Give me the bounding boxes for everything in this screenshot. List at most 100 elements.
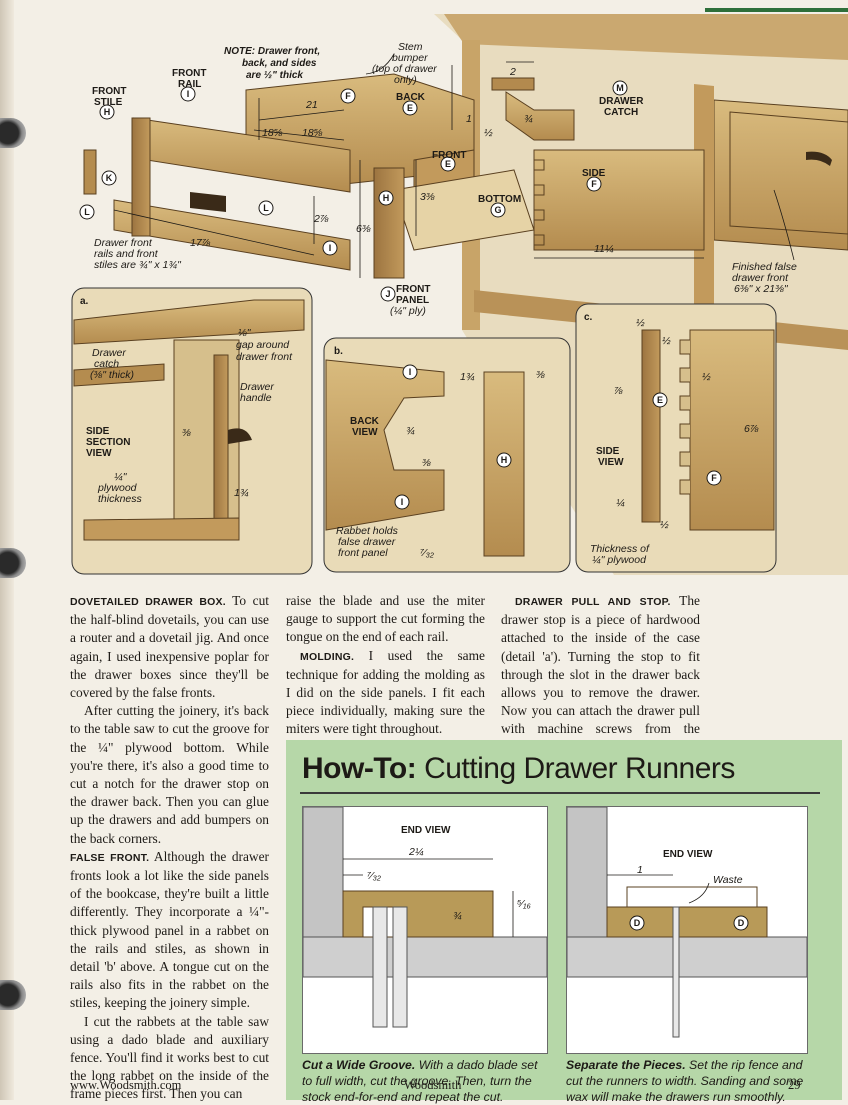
svg-text:Rabbet holds: Rabbet holds [336, 525, 399, 537]
svg-text:PANEL: PANEL [396, 295, 429, 306]
svg-text:D: D [738, 918, 745, 928]
paragraph: raise the blade and use the miter gauge … [286, 593, 485, 645]
callout-f2: F [586, 176, 602, 192]
drawer-side-panel [533, 149, 705, 251]
svg-text:drawer front: drawer front [236, 351, 293, 363]
svg-text:(top of drawer: (top of drawer [372, 63, 437, 75]
svg-text:VIEW: VIEW [598, 457, 624, 468]
svg-text:½: ½ [636, 317, 645, 329]
svg-text:false drawer: false drawer [338, 536, 396, 548]
svg-text:¼" plywood: ¼" plywood [592, 554, 647, 566]
note-label-line1: NOTE: Drawer front, [224, 46, 320, 57]
svg-text:2⅞: 2⅞ [313, 213, 329, 225]
svg-text:⁷⁄₃₂: ⁷⁄₃₂ [420, 547, 434, 559]
paragraph: I cut the rabbets at the table saw using… [70, 1013, 269, 1102]
paragraph: DOVETAILED DRAWER BOX. To cut the half-b… [70, 593, 269, 701]
drawer-pull-icon [190, 192, 226, 212]
article-column-1: DOVETAILED DRAWER BOX. To cut the half-b… [70, 592, 269, 1104]
svg-text:6⅜" x 21⅜": 6⅜" x 21⅜" [734, 283, 789, 295]
svg-text:I: I [409, 367, 412, 377]
callout-i: I [180, 86, 196, 102]
svg-text:⁵⁄₁₆: ⁵⁄₁₆ [517, 898, 531, 910]
svg-text:E: E [657, 395, 663, 405]
header-accent-bar [705, 8, 848, 12]
svg-text:I: I [187, 89, 190, 99]
howto-sidebar: How-To: Cutting Drawer Runners END VIEW … [286, 740, 842, 1104]
svg-text:½: ½ [662, 335, 671, 347]
note-label-line2: back, and sides [242, 58, 317, 69]
front-stile-right [373, 167, 405, 279]
svg-text:11¼: 11¼ [594, 243, 614, 255]
footer-magazine: Woodsmith [404, 1078, 462, 1092]
callout-l: L [79, 204, 95, 220]
svg-text:BACK: BACK [350, 416, 380, 427]
svg-text:H: H [104, 107, 111, 117]
svg-text:D: D [634, 918, 641, 928]
svg-text:18⅝: 18⅝ [262, 127, 283, 139]
svg-text:FRONT: FRONT [396, 284, 430, 295]
paragraph: FALSE FRONT. Although the drawer fronts … [70, 848, 269, 1011]
svg-text:(¼" ply): (¼" ply) [390, 305, 426, 317]
svg-text:2¼: 2¼ [408, 846, 424, 858]
svg-text:½: ½ [484, 127, 493, 139]
exploded-drawer-illustration: H I K L L I H E E F F G M J NOTE: Drawer… [71, 14, 848, 575]
svg-text:¼: ¼ [616, 497, 625, 509]
drawer-catch-block [491, 77, 535, 91]
svg-text:¼": ¼" [114, 471, 128, 483]
svg-text:I: I [329, 243, 332, 253]
svg-text:Thickness of: Thickness of [590, 543, 650, 555]
caption-2: Separate the Pieces. Set the rip fence a… [566, 1058, 804, 1104]
callout-g: G [490, 202, 506, 218]
svg-text:plywood: plywood [97, 482, 138, 494]
svg-text:CATCH: CATCH [604, 107, 638, 118]
svg-text:H: H [383, 193, 390, 203]
svg-text:¾: ¾ [453, 910, 462, 922]
svg-text:½: ½ [660, 519, 669, 531]
callout-h2: H [378, 190, 394, 206]
svg-text:drawer front: drawer front [732, 272, 789, 284]
svg-text:⅛": ⅛" [238, 327, 252, 339]
note-label-line3: are ½" thick [246, 70, 303, 81]
footer-url: www.Woodsmith.com [70, 1078, 182, 1092]
svg-text:thickness: thickness [98, 493, 143, 505]
svg-text:RAIL: RAIL [178, 79, 201, 90]
svg-text:¾: ¾ [406, 425, 415, 437]
svg-text:gap around: gap around [236, 339, 290, 351]
svg-text:G: G [494, 205, 501, 215]
svg-text:F: F [591, 179, 597, 189]
svg-text:1¾: 1¾ [460, 371, 475, 383]
svg-text:Drawer front: Drawer front [94, 237, 153, 249]
front-stile-left [131, 117, 151, 237]
svg-text:17⅞: 17⅞ [190, 237, 211, 249]
howto-panel-2: D D END VIEW 1 Waste [566, 806, 808, 1054]
article-column-2: raise the blade and use the miter gauge … [286, 592, 485, 739]
panel-2-label: END VIEW [663, 849, 713, 860]
howto-title: How-To: Cutting Drawer Runners [302, 752, 735, 785]
binder-ring [0, 118, 26, 148]
page-number: 29 [788, 1078, 801, 1092]
svg-text:6⅜: 6⅜ [356, 223, 371, 235]
svg-text:1: 1 [466, 113, 472, 125]
svg-text:BACK: BACK [396, 92, 426, 103]
svg-text:⅞: ⅞ [614, 385, 623, 397]
svg-text:catch: catch [94, 358, 119, 370]
svg-text:J: J [385, 289, 390, 299]
article-column-3: DRAWER PULL AND STOP. The drawer stop is… [501, 592, 700, 757]
callout-f: F [340, 88, 356, 104]
svg-text:18⅝: 18⅝ [302, 127, 323, 139]
svg-text:M: M [616, 83, 624, 93]
binder-ring [0, 980, 26, 1010]
svg-text:FRONT: FRONT [432, 150, 466, 161]
svg-text:only): only) [394, 74, 417, 86]
drawer-bottom-panel [393, 169, 535, 251]
paragraph: MOLDING. I used the same technique for a… [286, 647, 485, 737]
svg-text:3⅜: 3⅜ [420, 191, 435, 203]
svg-text:front panel: front panel [338, 547, 388, 559]
svg-text:FRONT: FRONT [172, 68, 206, 79]
svg-text:STILE: STILE [94, 97, 123, 108]
svg-text:H: H [501, 455, 508, 465]
cabinet-top-molding [444, 14, 848, 60]
stop-block [83, 149, 97, 195]
svg-text:Finished false: Finished false [732, 261, 797, 273]
svg-text:Waste: Waste [713, 874, 743, 886]
